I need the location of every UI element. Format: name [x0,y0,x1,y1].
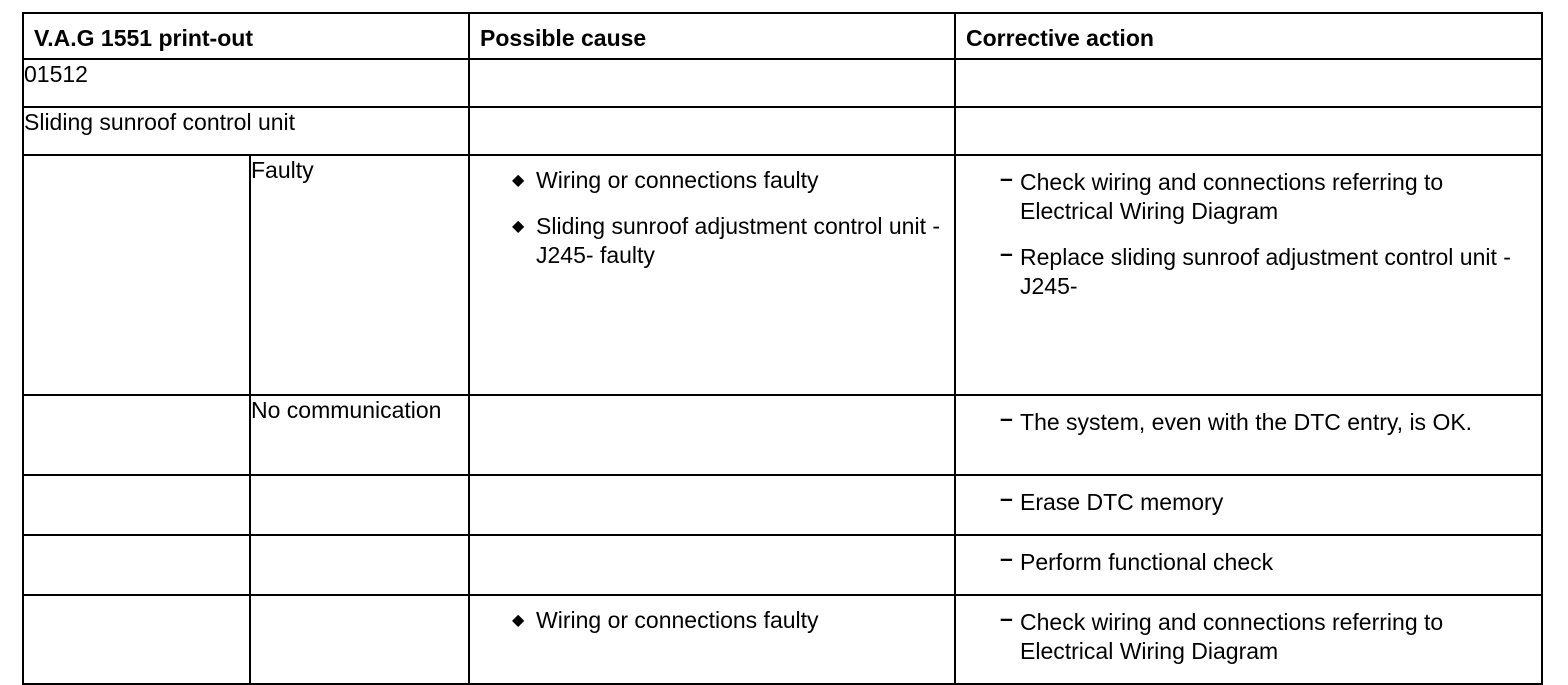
empty-cell [468,534,957,596]
action-cell: –Check wiring and connections referring … [954,154,1544,396]
action-text: Perform functional check [1020,549,1274,575]
action-text: The system, even with the DTC entry, is … [1020,409,1473,435]
action-text: Erase DTC memory [1020,489,1224,515]
empty-cell [22,474,251,536]
bullet-icon: ◆ [512,612,525,629]
header-corrective-action: Corrective action [954,12,1544,60]
action-text: Replace sliding sunroof adjustment contr… [1020,244,1511,299]
action-cell: –Check wiring and connections referring … [954,594,1544,685]
empty-cell [468,106,957,156]
cause-text: Wiring or connections faulty [536,607,819,633]
dash-icon: – [1000,605,1013,631]
cause-list: ◆ Wiring or connections faulty ◆ Sliding s… [470,156,954,270]
list-item: ◆ Wiring or connections faulty [512,166,946,195]
dash-icon: – [1000,405,1013,431]
dash-icon: – [1000,165,1013,191]
action-list: –Perform functional check [956,536,1541,577]
dash-icon: – [1000,545,1013,571]
empty-cell [954,106,1544,156]
faulty-row: Faulty ◆ Wiring or connections faulty ◆ Sl… [22,154,1544,396]
wiring-row: ◆ Wiring or connections faulty –Check wir… [22,594,1544,685]
action-list: –The system, even with the DTC entry, is… [956,396,1541,437]
list-item: –Replace sliding sunroof adjustment cont… [1000,240,1533,301]
list-item: ◆ Wiring or connections faulty [512,606,946,635]
no-communication-row: No communication –The system, even with … [22,394,1544,476]
empty-cell [248,534,471,596]
cause-cell: ◆ Wiring or connections faulty ◆ Sliding s… [468,154,957,396]
header-printout: V.A.G 1551 print-out [21,12,471,60]
functional-check-row: –Perform functional check [22,534,1544,596]
header-row: V.A.G 1551 print-out Possible cause Corr… [21,12,1544,60]
list-item: –Check wiring and connections referring … [1000,605,1533,666]
empty-cell [22,594,251,685]
action-list: –Check wiring and connections referring … [956,596,1541,666]
empty-cell [248,474,471,536]
empty-cell [468,474,957,536]
empty-cell [468,58,957,108]
empty-cell [248,594,471,685]
fault-code: 01512 [21,58,471,108]
bullet-icon: ◆ [512,218,525,235]
action-text: Check wiring and connections referring t… [1020,609,1444,664]
dash-icon: – [1000,240,1013,266]
cause-text: Wiring or connections faulty [536,167,819,193]
list-item: –The system, even with the DTC entry, is… [1000,405,1533,437]
dash-icon: – [1000,485,1013,511]
list-item: –Erase DTC memory [1000,485,1533,517]
action-cell: –Perform functional check [954,534,1544,596]
action-list: –Erase DTC memory [956,476,1541,517]
action-list: –Check wiring and connections referring … [956,156,1541,301]
erase-row: –Erase DTC memory [22,474,1544,536]
list-item: –Perform functional check [1000,545,1533,577]
action-cell: –The system, even with the DTC entry, is… [954,394,1544,476]
empty-cell [468,394,957,476]
list-item: ◆ Sliding sunroof adjustment control unit… [512,212,946,270]
empty-cell [954,58,1544,108]
list-item: –Check wiring and connections referring … [1000,165,1533,226]
action-text: Check wiring and connections referring t… [1020,169,1444,224]
cause-text: Sliding sunroof adjustment control unit … [536,213,941,268]
status-no-communication: No communication [248,394,471,476]
header-possible-cause: Possible cause [468,12,957,60]
component-row: Sliding sunroof control unit [21,106,1544,156]
cause-cell: ◆ Wiring or connections faulty [468,594,957,685]
cause-list: ◆ Wiring or connections faulty [470,596,954,635]
code-row: 01512 [21,58,1544,108]
action-cell: –Erase DTC memory [954,474,1544,536]
empty-cell [22,394,251,476]
diagnostic-table: V.A.G 1551 print-out Possible cause Corr… [21,12,1544,685]
empty-cell [22,534,251,596]
component-name: Sliding sunroof control unit [21,106,471,156]
empty-cell [22,154,251,396]
bullet-icon: ◆ [512,172,525,189]
status-faulty: Faulty [248,154,471,396]
